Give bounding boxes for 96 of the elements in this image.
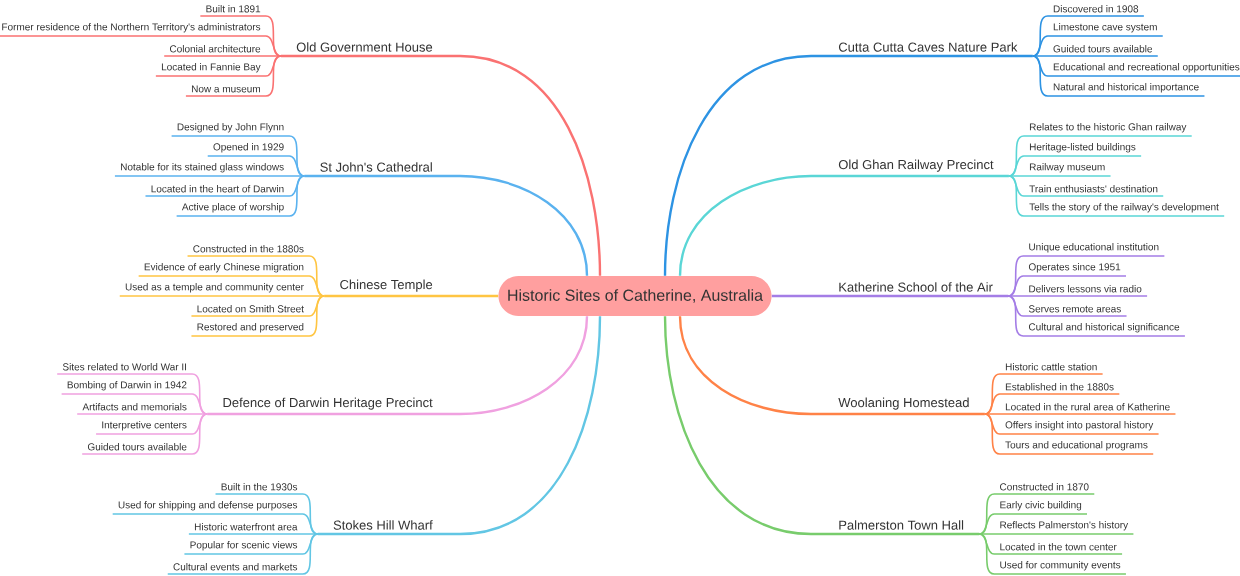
leaf-topic: Built in the 1930s [221, 483, 298, 491]
branch-topic: Woolaning Homestead [838, 397, 969, 410]
branch-line [190, 295, 326, 337]
branch-line [76, 413, 208, 415]
branch-line [163, 55, 282, 57]
leaf-topic: Relates to the historic Ghan railway [1029, 123, 1187, 133]
leaf-topic: Sites related to World War II [62, 363, 186, 371]
branch-line [175, 175, 306, 217]
branch-line [771, 294, 1009, 298]
branch-topic: Katherine School of the Air [839, 282, 993, 292]
branch-line [324, 294, 499, 298]
leaf-topic: Unique educational institution [1029, 243, 1159, 253]
leaf-topic: Used for community events [1000, 561, 1121, 571]
branch-topic: Palmerston Town Hall [839, 520, 964, 530]
leaf-topic: Heritage-listed buildings [1029, 143, 1136, 153]
branch-topic: Old Ghan Railway Precinct [838, 159, 994, 172]
branch-line [188, 533, 319, 535]
central-topic-box: Historic Sites of Catherine, Australia [498, 276, 772, 316]
leaf-topic: Early civic building [1000, 501, 1082, 511]
branch-line [81, 413, 208, 455]
leaf-topic: Educational and recreational opportunities [1053, 63, 1240, 73]
leaf-topic: Located on Smith Street [197, 305, 304, 313]
leaf-topic: Delivers lessons via radio [1029, 285, 1142, 293]
branch-line [304, 174, 589, 276]
leaf-topic: Opened in 1929 [213, 143, 284, 153]
leaf-topic: Located in the town center [1000, 543, 1117, 551]
branch-line [114, 175, 306, 177]
branch-line [1031, 55, 1206, 97]
branch-topic: Defence of Darwin Heritage Precinct [223, 397, 433, 410]
leaf-topic: Guided tours available [1053, 45, 1153, 53]
leaf-topic: Limestone cave system [1053, 23, 1157, 33]
leaf-topic: Tells the story of the railway's development [1029, 203, 1219, 213]
leaf-topic: Bombing of Darwin in 1942 [67, 381, 187, 391]
branch-line [984, 393, 1121, 415]
leaf-topic: Interpretive centers [102, 421, 187, 431]
branch-line [1008, 175, 1225, 217]
leaf-topic: Located in the rural area of Katherine [1005, 403, 1170, 411]
leaf-topic: Artifacts and memorials [82, 403, 187, 411]
leaf-topic: Built in 1891 [206, 5, 261, 13]
leaf-topic: Established in the 1880s [1005, 383, 1114, 391]
branch-line [207, 316, 589, 416]
leaf-topic: Restored and preserved [197, 323, 304, 333]
leaf-topic: Train enthusiasts' destination [1029, 185, 1158, 193]
branch-line [280, 54, 602, 276]
leaf-topic: Offers insight into pastoral history [1005, 421, 1154, 431]
leaf-topic: Notable for its stained glass windows [121, 163, 284, 173]
leaf-topic: Located in the heart of Darwin [151, 185, 284, 193]
branch-line [1008, 155, 1142, 177]
branch-line [678, 316, 985, 416]
branch-line [1007, 275, 1127, 297]
branch-line [1007, 295, 1128, 317]
leaf-topic: Discovered in 1908 [1053, 5, 1139, 13]
branch-line [1007, 295, 1186, 337]
leaf-topic: Tours and educational programs [1005, 441, 1148, 451]
branch-topic: Stokes Hill Wharf [333, 520, 433, 530]
leaf-topic: Active place of worship [181, 203, 284, 213]
leaf-topic: Located in Fannie Bay [161, 63, 261, 73]
branch-line [60, 393, 208, 415]
leaf-topic: Constructed in 1870 [1000, 483, 1089, 491]
branch-line [663, 54, 1033, 276]
leaf-topic: Colonial architecture [170, 45, 261, 53]
leaf-topic: Reflects Palmerston's history [1000, 521, 1129, 531]
leaf-topic: Natural and historical importance [1053, 83, 1199, 93]
branch-topic: Cutta Cutta Caves Nature Park [838, 42, 1018, 52]
branch-line [1008, 175, 1112, 177]
branch-line [185, 55, 282, 97]
leaf-topic: Cultural events and markets [173, 563, 298, 571]
branch-line [978, 533, 1127, 575]
leaf-topic: Used as a temple and community center [125, 283, 304, 293]
branch-line [984, 413, 1154, 455]
leaf-topic: Evidence of early Chinese migration [144, 263, 304, 273]
leaf-topic: Designed by John Flynn [177, 123, 284, 133]
branch-topic: Old Government House [296, 42, 433, 52]
leaf-topic: Historic waterfront area [194, 523, 298, 531]
branch-line [678, 174, 1009, 276]
leaf-topic: Railway museum [1029, 163, 1105, 173]
branch-line [978, 533, 1135, 535]
leaf-topic: Popular for scenic views [190, 541, 298, 551]
leaf-topic: Constructed in the 1880s [193, 245, 304, 253]
branch-line [663, 316, 980, 536]
leaf-topic: Cultural and historical significance [1028, 323, 1180, 333]
branch-topic: Chinese Temple [340, 279, 433, 292]
leaf-topic: Now a museum [192, 85, 260, 93]
leaf-topic: Guided tours available [87, 443, 187, 451]
branch-topic: St John's Cathedral [320, 162, 432, 172]
leaf-topic: Serves remote areas [1028, 305, 1121, 313]
leaf-topic: Former residence of the Northern Territory's administrators [2, 23, 261, 33]
leaf-topic: Operates since 1951 [1028, 263, 1121, 273]
branch-line [166, 533, 319, 575]
branch-line [155, 55, 282, 77]
branch-line [984, 413, 1177, 415]
branch-line [0, 35, 282, 57]
branch-line [317, 316, 602, 536]
leaf-topic: Historic cattle station [1005, 363, 1097, 371]
leaf-topic: Used for shipping and defense purposes [118, 501, 298, 511]
branch-line [1007, 295, 1148, 297]
